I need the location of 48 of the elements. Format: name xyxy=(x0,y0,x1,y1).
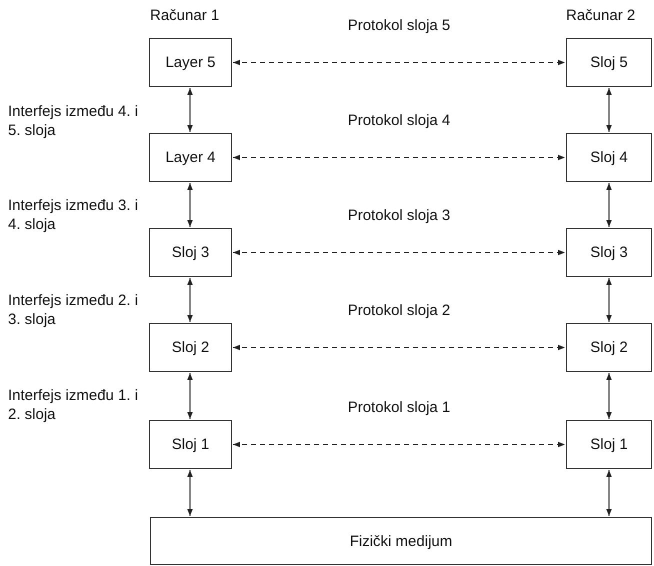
edge-label: Protokol sloja 2 xyxy=(346,302,452,318)
interface-label: Interfejs između 2. i 3. sloja xyxy=(8,291,140,329)
layer-name: Sloj 4 xyxy=(590,149,628,166)
layer-name: Sloj 2 xyxy=(172,339,210,356)
edge-label: Protokol sloja 1 xyxy=(346,398,452,416)
arrow xyxy=(233,154,565,160)
column-heading: Računar 2 xyxy=(566,6,636,25)
layer-box xyxy=(566,420,652,469)
arrow xyxy=(187,183,193,227)
edge-label: Protokol sloja 4 xyxy=(346,112,452,128)
arrow xyxy=(187,278,193,322)
arrow xyxy=(233,344,565,350)
arrow xyxy=(233,442,565,448)
layer-box xyxy=(149,420,232,469)
arrow xyxy=(233,60,565,66)
interface-label: Interfejs između 1. i 2. sloja xyxy=(8,386,140,424)
layer-box xyxy=(566,228,652,277)
arrow xyxy=(606,373,612,419)
layer-box xyxy=(566,323,652,372)
arrow xyxy=(187,88,193,132)
layer-box xyxy=(566,133,652,182)
arrow xyxy=(187,373,193,419)
layer-name: Sloj 1 xyxy=(590,436,628,453)
layer-box xyxy=(149,133,232,182)
layer-name: Sloj 1 xyxy=(172,436,210,453)
layer-name: Sloj 2 xyxy=(590,339,628,356)
interface-label: Interfejs između 4. i 5. sloja xyxy=(8,102,140,140)
layer-box xyxy=(566,38,652,87)
layer-name: Fizički medijum xyxy=(350,532,452,550)
layer-name: Layer 5 xyxy=(165,54,216,71)
layer-box xyxy=(149,228,232,277)
layer-name: Sloj 5 xyxy=(590,54,628,71)
layer-box xyxy=(149,323,232,372)
arrow xyxy=(606,470,612,516)
arrow xyxy=(233,250,565,256)
arrow xyxy=(606,88,612,132)
arrow xyxy=(187,470,193,516)
medium-box xyxy=(150,517,652,565)
edge-label: Protokol sloja 3 xyxy=(346,206,452,224)
layer-name: Sloj 3 xyxy=(172,244,210,261)
layer-name: Layer 4 xyxy=(165,149,216,166)
column-heading: Računar 1 xyxy=(150,6,220,25)
edge-label: Protokol sloja 5 xyxy=(346,16,452,34)
layer-box xyxy=(149,38,232,87)
interface-label: Interfejs između 3. i 4. sloja xyxy=(8,196,140,234)
arrow xyxy=(606,183,612,227)
layer-name: Sloj 3 xyxy=(590,244,628,261)
arrow xyxy=(606,278,612,322)
